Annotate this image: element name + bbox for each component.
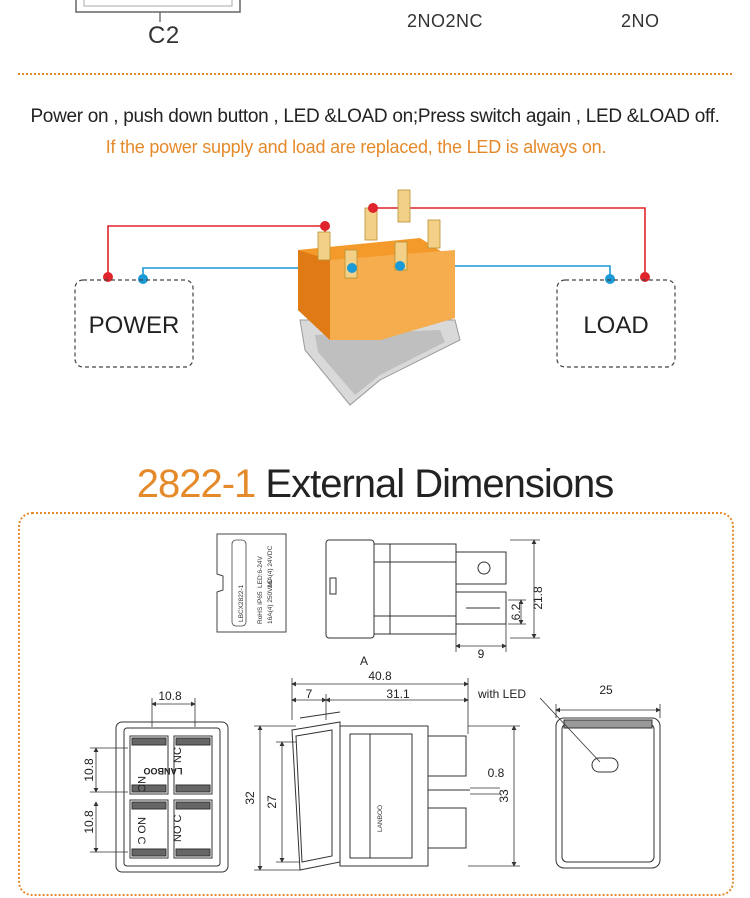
rating-line-b: RoHS IP65	[257, 591, 264, 624]
rocker-switch-illustration	[298, 189, 461, 406]
front-view	[115, 721, 229, 873]
c2-label: C2	[148, 22, 180, 49]
rating-line-c: 16A(4) 250VAC	[267, 579, 274, 624]
terminal-negative-2	[395, 261, 405, 271]
side-text-1: LANBOO	[377, 805, 384, 832]
back-view-dims	[539, 697, 661, 763]
terminal-positive-2	[368, 203, 378, 213]
side-view-top	[325, 539, 507, 639]
dim-9: 9	[478, 647, 485, 661]
dimensions-panel	[18, 512, 734, 896]
rating-line-d: 16A(4) 24VDC	[267, 545, 274, 588]
dim-total-length: 40.8	[368, 669, 392, 683]
rating-line-a: LED:6-24V	[257, 556, 264, 588]
load-box	[556, 279, 676, 368]
power-label: POWER	[89, 312, 180, 339]
dim-31-1: 31.1	[386, 687, 410, 701]
positive-wire-right	[373, 207, 646, 277]
wiring-description: Power on , push down button , LED &LOAD …	[30, 106, 720, 127]
side-view	[291, 711, 470, 871]
load-negative-dot	[605, 274, 615, 284]
wiring-diagram: POWER LOAD	[74, 189, 676, 406]
front-term-nc-2: NC	[172, 747, 184, 763]
side-view-dims	[254, 678, 520, 871]
power-negative-dot	[138, 274, 148, 284]
dimension-drawings: LBCX2822-1 LED:6-24V RoHS IP65 16A(4) 25…	[82, 533, 661, 873]
title-part-number: 2822-1	[136, 462, 257, 506]
terminal-negative-1	[347, 263, 357, 273]
label-2no2nc: 2NO2NC	[407, 11, 484, 31]
terminal-positive-1	[320, 221, 330, 231]
front-term-noc-1: NO C	[135, 817, 147, 845]
dim-7: 7	[306, 687, 313, 701]
dim-32: 32	[243, 791, 257, 805]
dim-back-width: 25	[599, 683, 613, 697]
with-led-label: with LED	[477, 687, 526, 701]
rating-model: LBCX2822-1	[238, 584, 245, 622]
view-a-label: A	[360, 654, 368, 668]
load-label: LOAD	[583, 312, 648, 339]
wiring-note: If the power supply and load are replace…	[105, 137, 607, 157]
power-box	[74, 279, 194, 368]
dim-front-width: 10.8	[158, 689, 182, 703]
dim-front-h1: 10.8	[82, 758, 96, 782]
dimensions-title: 2822-1 External Dimensions	[0, 462, 750, 507]
label-2no: 2NO	[621, 11, 660, 31]
front-term-noc-2: NO C	[172, 814, 184, 842]
front-brand: LANBOO	[144, 766, 183, 776]
dim-21-8: 21.8	[531, 586, 545, 610]
dim-front-h2: 10.8	[82, 810, 96, 834]
front-term-nc-1: NC	[135, 776, 147, 792]
section-divider	[18, 73, 732, 75]
rating-label-card: LBCX2822-1 LED:6-24V RoHS IP65 16A(4) 25…	[216, 533, 287, 633]
front-view-dims	[90, 698, 196, 853]
positive-wire-left	[107, 225, 326, 277]
back-view	[555, 717, 661, 869]
dim-27: 27	[265, 795, 279, 809]
side-view-top-dims	[455, 539, 540, 652]
c2-switch-outline	[75, 0, 241, 22]
dim-6-2: 6.2	[509, 603, 523, 620]
title-text: External Dimensions	[255, 462, 614, 506]
dim-0-8: 0.8	[488, 766, 505, 780]
dim-33: 33	[497, 789, 511, 803]
